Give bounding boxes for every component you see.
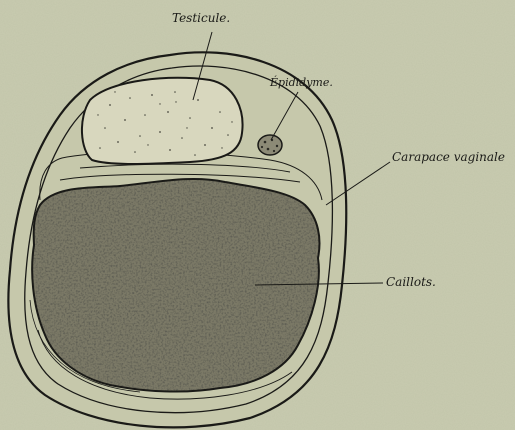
epididymis-body <box>258 135 282 155</box>
label-carapace-vaginale: Carapace vaginale <box>392 150 505 164</box>
label-caillots: Caillots. <box>386 275 436 289</box>
label-testicule: Testicule. <box>172 11 230 25</box>
label-epididyme: Épididyme. <box>270 76 333 89</box>
testicle-body <box>82 78 243 164</box>
